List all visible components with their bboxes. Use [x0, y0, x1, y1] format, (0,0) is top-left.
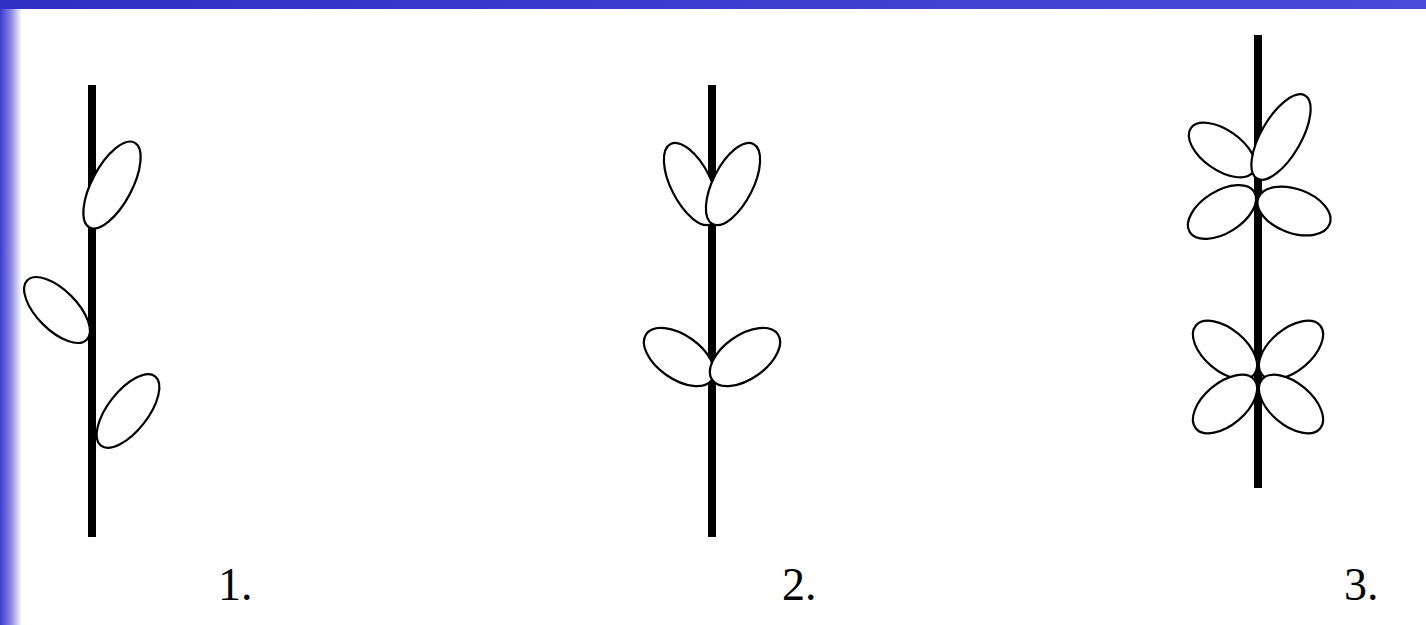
callout-number: 1.: [218, 562, 253, 608]
leaf: [1182, 363, 1267, 444]
callout-number: 2.: [782, 562, 817, 608]
leaf: [85, 364, 171, 458]
slide-edge: [0, 0, 22, 625]
callout-number: 3.: [1344, 562, 1379, 608]
leaf: [1240, 85, 1323, 188]
leaf: [634, 316, 725, 398]
leaf: [1179, 174, 1266, 250]
leaf: [72, 133, 152, 237]
leaf: [13, 266, 101, 354]
stem: [708, 85, 716, 537]
slide-bar: [0, 0, 1426, 9]
stem: [88, 85, 96, 537]
leaf: [1251, 177, 1337, 244]
leaf: [700, 316, 791, 398]
leaf: [1248, 363, 1333, 444]
leaf: [695, 135, 771, 233]
stem: [1254, 35, 1262, 488]
leaf: [1179, 112, 1264, 188]
